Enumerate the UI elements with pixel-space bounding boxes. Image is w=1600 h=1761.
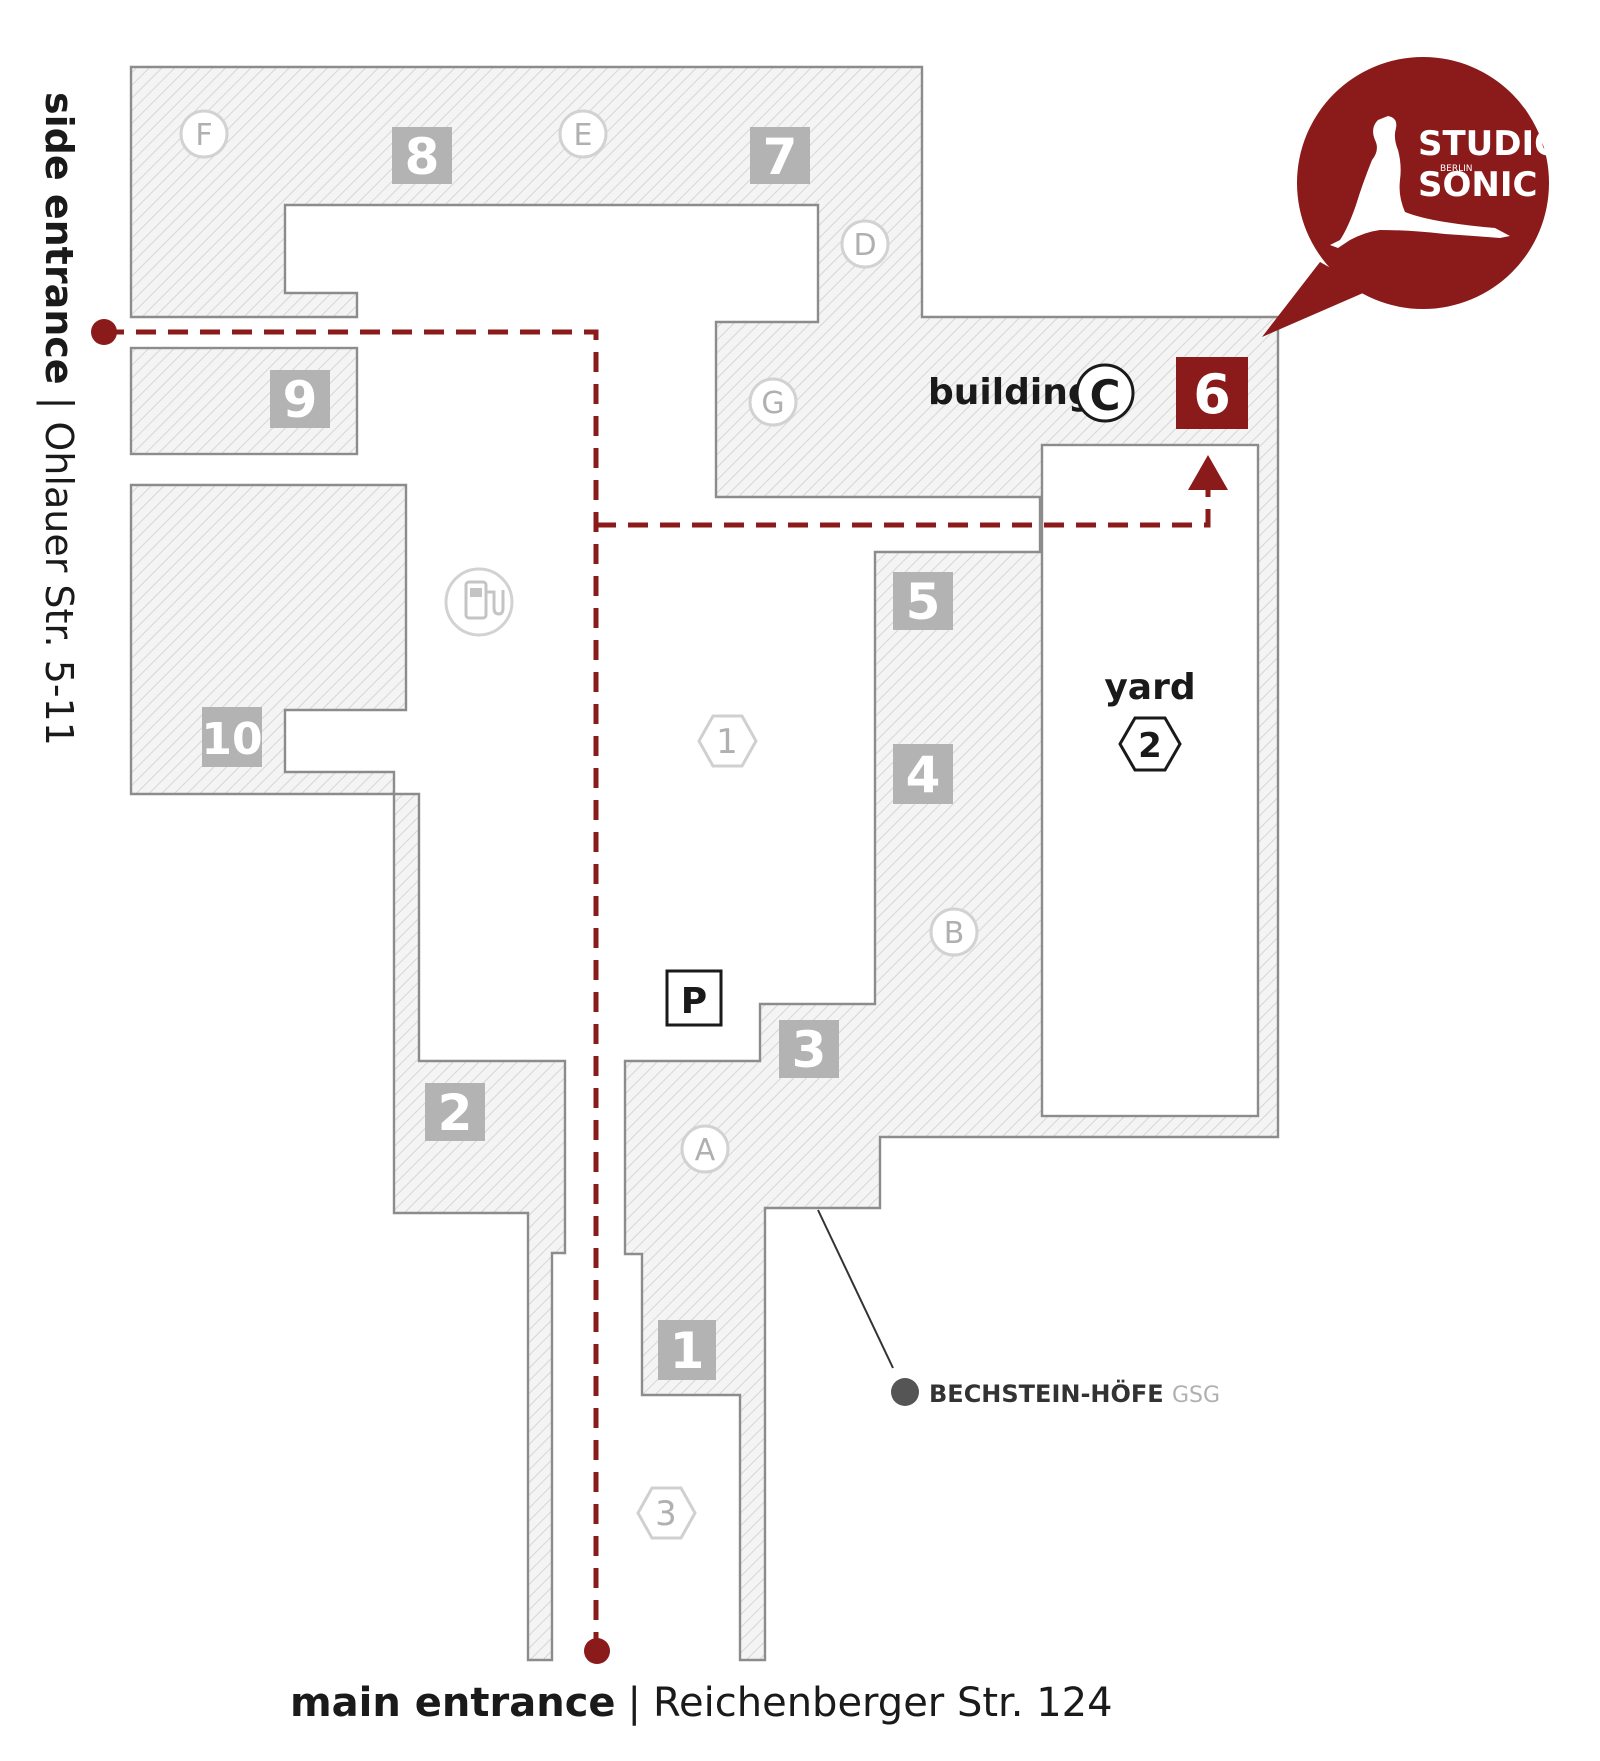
letter-g-circle — [748, 377, 798, 427]
main-entrance-label: main entrance|Reichenberger Str. 124 — [290, 1680, 1113, 1726]
building-c-circle — [1075, 363, 1135, 423]
bechstein-logo-icon — [891, 1378, 919, 1406]
parking-marker: P — [665, 969, 723, 1027]
logo-line-berlin: BERLIN — [1440, 164, 1473, 174]
yard-2-hex — [1118, 716, 1182, 772]
logo-line-studio: STUDIO — [1418, 124, 1563, 164]
studio-6-box — [1176, 357, 1248, 429]
yard-1-hex — [697, 714, 758, 768]
stairwell-9-box — [270, 370, 330, 428]
stairwell-7: 7 — [763, 128, 798, 186]
letter-d: D — [853, 228, 876, 263]
yard-label: yard — [1104, 667, 1195, 708]
logo-pointer — [1262, 262, 1370, 337]
bechstein-callout: BECHSTEIN-HÖFE GSG — [817, 1209, 1220, 1408]
building-south-west — [392, 792, 567, 1662]
bechstein-suffix: GSG — [1172, 1383, 1220, 1408]
side-entrance-separator: | — [37, 396, 81, 410]
stairwell-1-box — [658, 1320, 716, 1380]
letter-e: E — [574, 118, 593, 153]
route-main-line — [104, 329, 599, 1650]
route-branch-line — [596, 490, 1211, 528]
building-north — [129, 65, 1280, 1662]
letter-b: B — [944, 916, 965, 951]
parking-label: P — [681, 981, 707, 1022]
logo-line-sonic: SONIC — [1418, 165, 1537, 205]
stairwell-8: 8 — [405, 128, 440, 186]
side-entrance-address: Ohlauer Str. 5-11 — [37, 421, 81, 746]
stairwell-markers: 8 7 9 10 5 4 3 2 1 — [201, 127, 953, 1380]
main-entrance-dot — [584, 1638, 610, 1664]
stairwell-10: 10 — [201, 714, 262, 765]
main-entrance-separator: | — [627, 1680, 642, 1726]
side-entrance-label: side entrance | Ohlauer Str. 5-11 — [27, 92, 91, 746]
letter-d-circle — [840, 219, 890, 269]
stairwell-9: 9 — [283, 371, 318, 429]
building-label: building — [928, 372, 1094, 413]
yard-3: 3 — [655, 1494, 677, 1534]
building-west — [129, 483, 408, 796]
yard-1: 1 — [716, 722, 738, 762]
logo-circle — [1297, 57, 1549, 309]
letter-a-circle — [680, 1124, 730, 1174]
letter-b-circle — [929, 907, 979, 957]
stairwell-2-box — [425, 1083, 485, 1141]
stairwell-3: 3 — [792, 1021, 827, 1079]
letter-f: F — [195, 118, 212, 153]
letter-f-circle — [179, 109, 229, 159]
stairwell-8-box — [392, 127, 452, 184]
stairwell-5-box — [893, 572, 953, 630]
building-letters: F E D G B A — [179, 109, 979, 1174]
bechstein-name: BECHSTEIN-HÖFE — [929, 1378, 1164, 1408]
letter-e-circle — [558, 109, 608, 159]
fuel-pump-icon — [444, 567, 514, 637]
stairwell-2: 2 — [438, 1084, 473, 1142]
callout-line — [817, 1209, 894, 1369]
side-entrance-dot — [91, 319, 117, 345]
main-entrance-title: main entrance — [290, 1680, 616, 1726]
studio-sonic-logo: STUDIO BERLIN SONIC — [1262, 57, 1563, 337]
building-outlines — [129, 65, 1280, 1662]
stairwell-3-box — [779, 1020, 839, 1078]
stairwell-4: 4 — [906, 746, 941, 804]
studio-number: 6 — [1193, 363, 1231, 426]
yard-markers: 1 3 — [636, 714, 758, 1540]
stairwell-7-box — [750, 127, 810, 184]
stairwell-1: 1 — [670, 1322, 705, 1380]
building-c-label: building C 6 — [928, 357, 1248, 429]
yard-area — [1040, 443, 1260, 1118]
up-arrow-icon — [1188, 455, 1228, 490]
dancer-silhouette-icon — [1330, 116, 1510, 248]
stairwell-5: 5 — [906, 573, 941, 631]
letter-a: A — [695, 1133, 716, 1168]
yard-2: 2 — [1138, 726, 1162, 766]
building-letter: C — [1090, 371, 1121, 420]
stairwell-10-box — [202, 707, 262, 767]
letter-g: G — [761, 386, 784, 421]
yard-label-group: yard 2 — [1104, 667, 1196, 772]
stairwell-4-box — [893, 744, 953, 804]
main-entrance-address: Reichenberger Str. 124 — [653, 1680, 1113, 1726]
route — [91, 319, 1228, 1664]
side-entrance-title: side entrance — [37, 92, 81, 385]
yard-3-hex — [636, 1486, 697, 1540]
